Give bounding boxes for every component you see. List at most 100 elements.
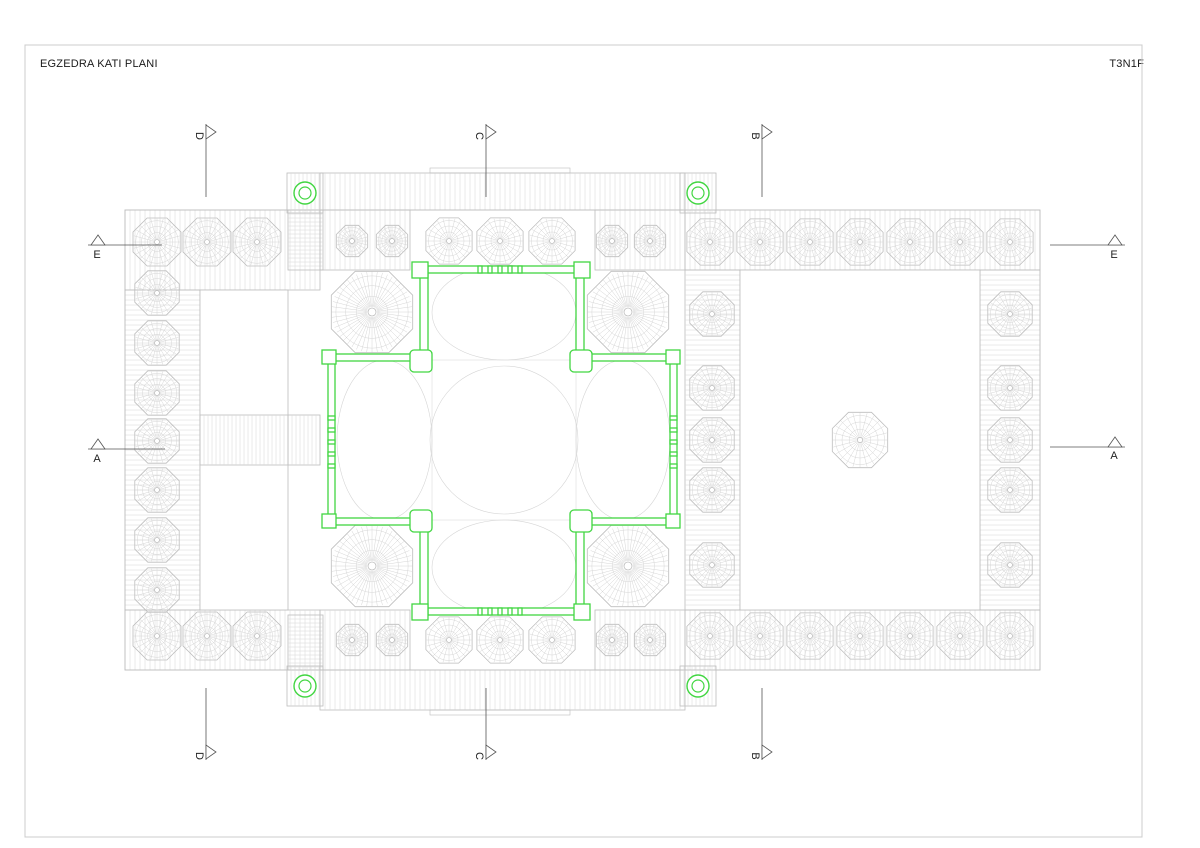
vault-line [431,264,577,361]
roof-center-top [319,172,686,211]
mullion [327,451,336,457]
dome-right-bottom [736,612,784,660]
mullion [327,427,336,433]
section-arrow-e-left [90,234,106,246]
minaret-core [298,679,312,693]
minaret-core [691,679,705,693]
section-arrow-bottom [761,744,773,760]
mullion [327,439,336,445]
fountain-dome [831,411,889,469]
section-label-e-left: E [93,249,100,261]
dome-portico-bottom [425,616,473,664]
dome-left-column [134,418,180,464]
mullion [517,265,523,274]
dome-right-top [986,218,1034,266]
building-outline [124,209,1041,671]
roof-outline [124,167,1041,716]
mullion [487,265,493,274]
wall-nw-v [419,265,429,364]
dome-left-top [132,217,182,267]
eave-bottom [429,709,571,716]
dome-right-outer [987,467,1033,513]
main-dome-line [429,365,579,515]
roof-center-bottom [319,669,686,711]
section-arrow-a-left [90,438,106,450]
minaret-ring [293,674,317,698]
dome-right-bottom [836,612,884,660]
dome-right-outer [987,417,1033,463]
section-arrow-top [205,124,217,140]
dome-right-bottom [936,612,984,660]
dome-small-top [633,224,667,258]
mullion [669,463,678,469]
dome-small-bottom [375,623,409,657]
dome-small-bottom [595,623,629,657]
mullion [669,427,678,433]
pier [411,603,429,621]
dome-right-inner [689,467,735,513]
dome-right-top [686,218,734,266]
section-label-bottom: C [473,752,485,760]
dome-left-column [134,270,180,316]
wall-ne-v [575,265,585,364]
sheet-code: T3N1F [1109,58,1144,70]
dome-right-inner [689,291,735,337]
dome-small-bottom [335,623,369,657]
dome-corner-se [586,524,670,608]
dome-portico-top [476,217,524,265]
eave-top [429,167,571,174]
section-label-top: C [473,132,485,140]
section-label-bottom: D [193,752,205,760]
mullion [507,607,513,616]
dome-small-top [375,224,409,258]
dome-portico-bottom [528,616,576,664]
mullion [669,415,678,421]
dome-right-outer [987,365,1033,411]
section-arrow-e-right [1107,234,1123,246]
mullion [497,607,503,616]
section-arrow-top [485,124,497,140]
pier-small [665,513,681,529]
pier [573,261,591,279]
dome-portico-top [425,217,473,265]
section-label-bottom: B [749,752,761,759]
dome-right-inner [689,365,735,411]
main-pier [569,509,593,533]
mullion [517,607,523,616]
section-label-top: D [193,132,205,140]
mullion [669,439,678,445]
pier-small [321,513,337,529]
dome-layer [132,217,1034,664]
stair-bottom [287,614,324,671]
minaret-core [298,186,312,200]
dome-portico-bottom [476,616,524,664]
dome-left-top [232,217,282,267]
grid-lines [431,359,577,521]
section-arrow-bottom [485,744,497,760]
pier [573,603,591,621]
mullion [669,451,678,457]
dome-left-column [134,567,180,613]
dome-corner-ne [586,270,670,354]
dome-corner-sw [330,524,414,608]
mullion [327,463,336,469]
dome-portico-top [528,217,576,265]
sheet-frame [24,44,1143,838]
dome-corner-nw [330,270,414,354]
pier [411,261,429,279]
dome-left-bottom [132,611,182,661]
section-label-a-right: A [1110,450,1118,462]
pier-small [665,349,681,365]
dome-right-bottom [986,612,1034,660]
dome-small-top [595,224,629,258]
mullion [487,607,493,616]
dome-right-top [736,218,784,266]
mullion [497,265,503,274]
main-pier [409,349,433,373]
section-arrow-a-right [1107,436,1123,448]
dome-right-inner [689,417,735,463]
minaret-ring [686,674,710,698]
